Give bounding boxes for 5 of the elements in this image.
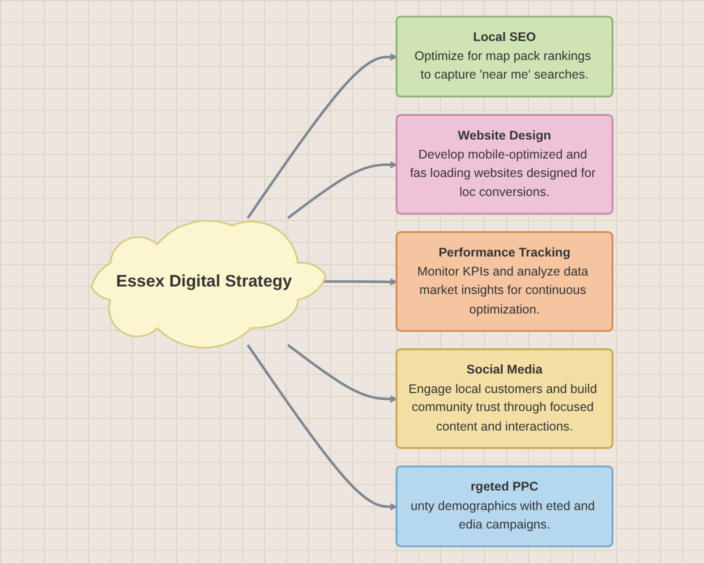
arrow [287, 161, 398, 220]
arrow [321, 278, 398, 286]
arrow [287, 344, 398, 403]
arrow [246, 53, 398, 219]
arrow [246, 344, 398, 510]
